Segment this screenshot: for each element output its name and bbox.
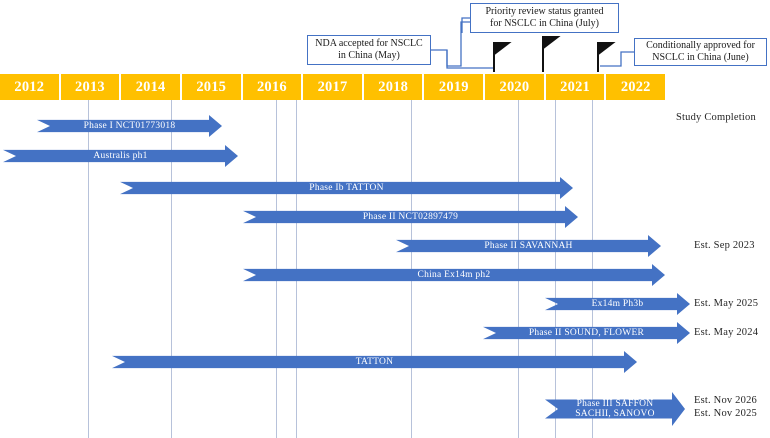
- bar-arrow-shape: [112, 351, 637, 373]
- year-cell-2018[interactable]: 2018: [363, 74, 425, 100]
- callout-conditional-approval[interactable]: Conditionally approved for NSCLC in Chin…: [634, 38, 767, 66]
- callout-nda-accepted[interactable]: NDA accepted for NSCLC in China (May): [307, 35, 431, 65]
- year-cell-2022[interactable]: 2022: [606, 74, 666, 100]
- bar-label: TATTON: [355, 356, 394, 367]
- callout-priority-review[interactable]: Priority review status granted for NSCLC…: [470, 3, 619, 33]
- bar-label: Phase II SOUND, FLOWER: [528, 327, 645, 338]
- gantt-bar[interactable]: Phase III SAFFON SACHII, SANOVO: [545, 392, 685, 426]
- gantt-bar[interactable]: TATTON: [112, 351, 637, 373]
- bar-label: Phase III SAFFON SACHII, SANOVO: [575, 398, 655, 420]
- bar-label: Phase Ib TATTON: [309, 182, 384, 193]
- gridline-1: [171, 100, 172, 438]
- bar-arrow-shape: [37, 115, 222, 137]
- gantt-bar[interactable]: Phase II SAVANNAH: [396, 235, 661, 257]
- bar-label: China Ex14m ph2: [417, 269, 491, 280]
- bar-arrow-shape: [545, 293, 690, 315]
- bar-label: Ex14m Ph3b: [591, 298, 644, 309]
- year-cell-2013[interactable]: 2013: [60, 74, 122, 100]
- bar-label: Phase II SAVANNAH: [484, 240, 573, 251]
- bar-arrow-shape: [120, 177, 573, 199]
- bar-arrow-shape: [243, 206, 578, 228]
- flag-pole-icon: [597, 42, 599, 72]
- gantt-bar[interactable]: Phase II SOUND, FLOWER: [483, 322, 690, 344]
- bar-end-estimate-label: Est. Sep 2023: [694, 240, 755, 251]
- bar-end-estimate-label: Est. Nov 2026 Est. Nov 2025: [694, 395, 757, 419]
- year-cell-2019[interactable]: 2019: [424, 74, 486, 100]
- year-cell-2014[interactable]: 2014: [121, 74, 182, 100]
- flag-2020-icon: [493, 42, 512, 72]
- flag-cloth-icon: [494, 42, 512, 55]
- gantt-bar[interactable]: China Ex14m ph2: [243, 264, 665, 286]
- bar-end-estimate-label: Est. May 2024: [694, 327, 759, 338]
- bar-label: Australis ph1: [93, 150, 148, 161]
- flag-2021-icon: [542, 36, 561, 72]
- gantt-bar[interactable]: Phase Ib TATTON: [120, 177, 573, 199]
- year-cell-2015[interactable]: 2015: [181, 74, 243, 100]
- gridline-0: [88, 100, 89, 438]
- gantt-bar[interactable]: Phase II NCT02897479: [243, 206, 578, 228]
- bar-arrow-shape: [243, 264, 665, 286]
- year-cell-2012[interactable]: 2012: [0, 74, 61, 100]
- bar-arrow-shape: [3, 145, 238, 167]
- flag-pole-icon: [542, 36, 544, 72]
- gantt-bar[interactable]: Australis ph1: [3, 145, 238, 167]
- bar-end-estimate-label: Est. May 2025: [694, 298, 759, 309]
- flag-cloth-icon: [543, 36, 561, 49]
- gantt-bar[interactable]: Ex14m Ph3b: [545, 293, 690, 315]
- bar-arrow-shape: [483, 322, 690, 344]
- bar-arrow-shape: [396, 235, 661, 257]
- flag-2021b-icon: [597, 42, 616, 72]
- study-completion-label: Study Completion: [676, 112, 756, 123]
- year-cell-2017[interactable]: 2017: [303, 74, 364, 100]
- year-cell-2021[interactable]: 2021: [545, 74, 607, 100]
- year-cell-2020[interactable]: 2020: [485, 74, 546, 100]
- flag-pole-icon: [493, 42, 495, 72]
- bar-label: Phase II NCT02897479: [362, 211, 459, 222]
- bar-label: Phase I NCT01773018: [83, 120, 176, 131]
- flag-cloth-icon: [598, 42, 616, 55]
- gantt-bar[interactable]: Phase I NCT01773018: [37, 115, 222, 137]
- year-cell-2016[interactable]: 2016: [242, 74, 304, 100]
